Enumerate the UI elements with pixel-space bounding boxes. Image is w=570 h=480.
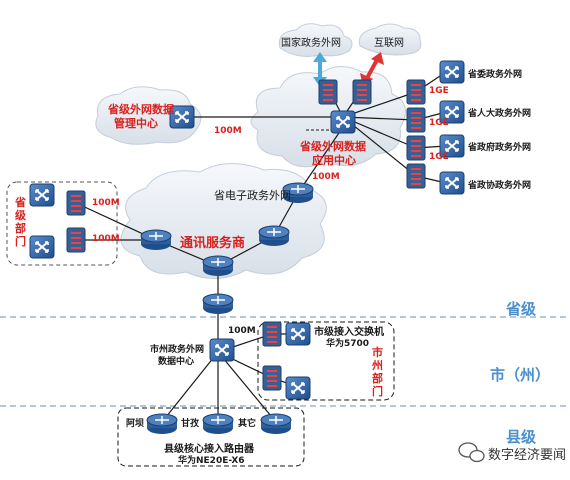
county-name-2: 甘孜 [181,419,200,429]
app-center-label-1: 省级外网数据 [300,140,366,153]
ge-1-label: 1GE [429,86,449,96]
internet-label: 互联网 [374,38,404,49]
watermark: 数字经济要闻 [488,448,567,463]
national-network-label: 国家政务外网 [281,38,341,49]
province-network-label: 省电子政务外网 [214,189,291,202]
city-center-label-2: 数据中心 [158,357,195,367]
city-switch-1-icon [262,321,282,347]
ext-network-3: 省政府政务外网 [468,143,532,153]
ext-switch-1-icon [439,60,465,84]
center-firewall-2-icon [352,79,372,105]
carrier-router-1-icon [140,229,172,251]
arrow-internet-head-up [371,52,384,65]
dept-link-1-label: 100M [92,198,120,208]
ge-2-label: 1GE [429,118,449,128]
tier-province: 省级 [506,300,537,318]
prov-dept-switch-2-icon [29,235,55,259]
city-dept-box [257,321,395,401]
ext-firewall-2-icon [406,107,426,133]
center-core-switch-icon [330,110,356,134]
link-county-3 [217,351,277,423]
carrier-label: 通讯服务商 [180,236,246,251]
city-center-switch-icon [209,338,235,362]
county-name-1: 阿坝 [126,419,145,429]
county-router-3-icon [260,413,292,435]
ext-network-2: 省人大政务外网 [468,109,532,119]
link-center-province [297,126,344,194]
prov-dept-box [6,181,118,266]
city-dept-label: 市州部门 [372,346,383,398]
city-uplink-router-icon [202,293,234,315]
link-county-1 [161,351,219,423]
province-router-2-icon [258,225,290,247]
arrow-internet [364,57,380,81]
prov-dept-firewall-1-icon [66,190,86,216]
city-link-label: 100M [228,326,256,336]
county-name-3: 其它 [238,419,257,429]
county-box [117,407,305,467]
county-router-label-2: 华为NE20E-X6 [178,456,245,466]
city-switch-a-icon [285,322,311,346]
tier-city: 市（州） [490,366,551,384]
prov-dept-label: 省级部门 [15,196,26,248]
dept-link-2-label: 100M [92,234,120,244]
internet-cloud [358,23,422,56]
carrier-router-2-icon [202,255,234,277]
city-switch-label-1: 市级接入交换机 [314,327,384,338]
city-switch-label-2: 华为5700 [326,339,370,349]
mgmt-cloud [95,86,202,145]
app-center-label-2: 应用中心 [312,154,356,167]
ext-network-1: 省委政务外网 [468,70,523,80]
prov-dept-switch-1-icon [29,183,55,207]
ext-switch-4-icon [439,171,465,195]
city-switch-b-icon [285,376,311,400]
city-center-label-1: 市州政务外网 [150,345,205,355]
ext-network-4: 省政协政务外网 [468,181,532,191]
prov-dept-firewall-2-icon [66,227,86,253]
county-router-2-icon [202,413,234,435]
mgmt-center-label-2: 管理中心 [114,117,158,130]
mgmt-center-label-1: 省级外网数据 [108,103,174,116]
tier-county: 县级 [506,428,537,446]
center-link-label: 100M [312,172,340,182]
ext-firewall-3-icon [406,135,426,161]
ext-firewall-4-icon [406,163,426,189]
county-router-1-icon [146,413,178,435]
center-firewall-1-icon [318,79,338,105]
wechat-icon [458,442,485,463]
province-cloud [120,162,327,280]
ge-3-label: 1GE [429,152,449,162]
arrow-national-head-up [313,52,327,62]
mgmt-link-label: 100M [214,126,242,136]
county-router-label-1: 县级核心接入路由器 [164,444,254,455]
ext-firewall-1-icon [406,79,426,105]
city-switch-2-icon [262,365,282,391]
